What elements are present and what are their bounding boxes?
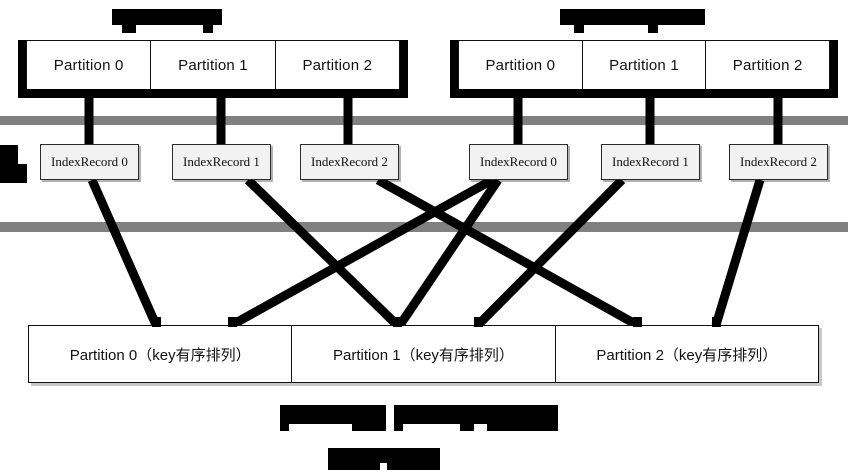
wire-lir2-to-p2: [375, 176, 640, 329]
redacted-label-bottom-c: [328, 448, 440, 463]
wire-stub-bottom-5: [712, 317, 721, 327]
sorted-partition-cell-1[interactable]: Partition 1（key有序排列）: [292, 326, 556, 382]
index-record-box-left-2[interactable]: IndexRecord 2: [300, 144, 399, 180]
wire-stub-bottom-0: [152, 317, 161, 327]
partition-cell-right-2[interactable]: Partition 2: [706, 41, 830, 89]
redacted-label-bottom-a-notch: [280, 424, 289, 431]
index-record-box-right-1[interactable]: IndexRecord 1: [601, 144, 700, 180]
redacted-label-bottom-b-notch: [394, 424, 403, 431]
wire-lir1-to-p1: [244, 176, 401, 329]
index-record-box-right-2[interactable]: IndexRecord 2: [729, 144, 828, 180]
wire-rir2-to-p2: [711, 178, 765, 327]
map-output-table-right: Partition 0 Partition 1 Partition 2: [450, 40, 838, 98]
partition-cell-left-0[interactable]: Partition 0: [27, 41, 152, 89]
map-output-table-left: Partition 0 Partition 1 Partition 2: [18, 40, 408, 98]
index-record-box-right-0[interactable]: IndexRecord 0: [469, 144, 568, 180]
redacted-label-top-right: [560, 9, 705, 25]
reduce-input-table: Partition 0（key有序排列） Partition 1（key有序排列…: [28, 325, 819, 383]
redacted-label-left-side: [0, 145, 18, 164]
redacted-label-bottom-a: [280, 405, 386, 424]
redacted-label-left-side-lower: [0, 164, 27, 183]
wire-rir0-to-p0: [229, 176, 495, 329]
redacted-label-top-left: [112, 9, 222, 25]
wire-stub-bottom-3: [474, 317, 483, 327]
partition-cell-right-1[interactable]: Partition 1: [582, 41, 707, 89]
sorted-partition-cell-2[interactable]: Partition 2（key有序排列）: [596, 346, 778, 364]
redacted-label-bottom-b-notch3: [487, 424, 558, 431]
sorted-partition-cell-0[interactable]: Partition 0（key有序排列）: [29, 326, 293, 382]
wire-stub-bottom-1: [228, 317, 237, 327]
redacted-label-bottom-a-notch2: [352, 424, 386, 431]
redacted-label-top-left-tab-b: [203, 25, 213, 33]
redacted-label-top-right-tab-a: [574, 25, 584, 33]
redacted-label-bottom-c-notch2: [387, 463, 440, 470]
index-record-box-left-1[interactable]: IndexRecord 1: [172, 144, 271, 180]
redacted-label-top-left-tab-a: [122, 25, 136, 33]
redacted-label-bottom-c-notch: [328, 463, 380, 470]
wire-lir0-to-p0: [87, 178, 161, 327]
partition-cell-left-1[interactable]: Partition 1: [151, 41, 276, 89]
partition-cell-right-0[interactable]: Partition 0: [459, 41, 583, 89]
wire-rir0b-to-p0: [396, 177, 502, 328]
gray-band-upper: [0, 116, 848, 125]
wire-stub-bottom-2: [393, 317, 402, 327]
gray-band-lower: [0, 222, 848, 232]
partition-cell-left-2[interactable]: Partition 2: [275, 41, 399, 89]
redacted-label-bottom-b: [394, 405, 558, 424]
wire-stub-bottom-4: [633, 317, 642, 327]
wire-rir1-to-p1: [474, 176, 626, 329]
redacted-label-bottom-b-notch2: [460, 424, 474, 431]
redacted-label-top-right-tab-b: [648, 25, 658, 33]
index-record-box-left-0[interactable]: IndexRecord 0: [40, 144, 139, 180]
